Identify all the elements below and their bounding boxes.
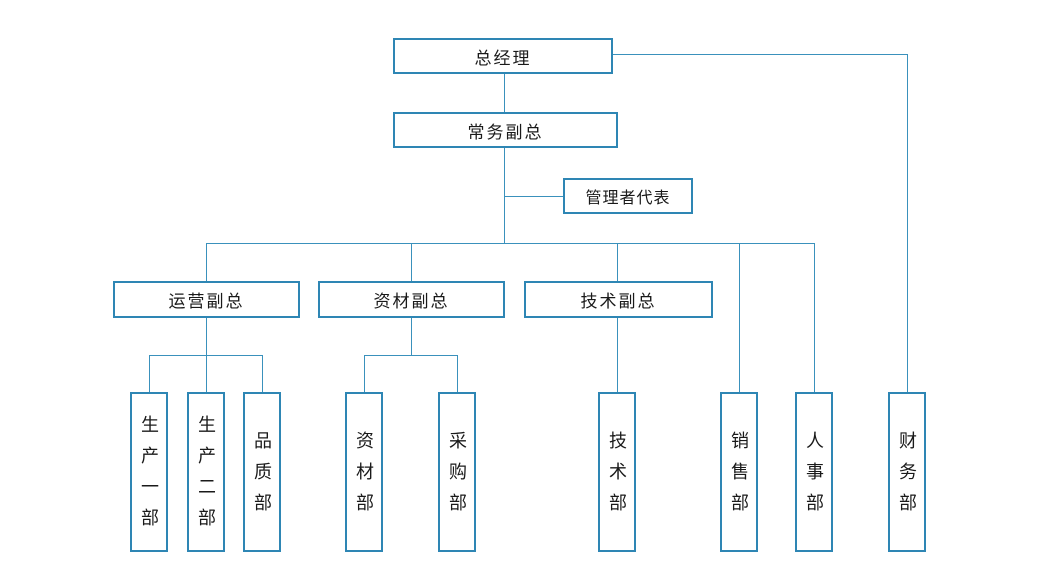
connector-line [504, 196, 563, 197]
node-label: 生产二部 [196, 415, 216, 539]
connector-line [411, 318, 412, 355]
connector-line [617, 243, 618, 281]
node-management-rep[interactable]: 管理者代表 [563, 178, 693, 214]
node-materials-vp[interactable]: 资材副总 [318, 281, 505, 318]
connector-line [364, 355, 365, 392]
connector-line [907, 54, 908, 392]
connector-line [149, 355, 150, 392]
connector-line [457, 355, 458, 392]
node-label: 资材部 [354, 430, 374, 524]
node-label: 品质部 [252, 430, 272, 524]
connector-line [206, 318, 207, 355]
node-finance-dept[interactable]: 财务部 [888, 392, 926, 552]
node-label: 技术副总 [580, 292, 657, 311]
node-label: 资材副总 [373, 292, 450, 311]
node-production-dept-1[interactable]: 生产一部 [130, 392, 168, 552]
node-technology-dept[interactable]: 技术部 [598, 392, 636, 552]
connector-line [411, 243, 412, 281]
node-label: 技术部 [607, 430, 627, 524]
node-operations-vp[interactable]: 运营副总 [113, 281, 300, 318]
connector-line [739, 243, 740, 392]
node-general-manager[interactable]: 总经理 [393, 38, 613, 74]
connector-line [206, 243, 814, 244]
connector-line [364, 355, 457, 356]
node-production-dept-2[interactable]: 生产二部 [187, 392, 225, 552]
connector-line [617, 318, 618, 392]
node-label: 采购部 [447, 430, 467, 524]
node-label: 人事部 [804, 430, 824, 524]
node-hr-dept[interactable]: 人事部 [795, 392, 833, 552]
connector-line [814, 243, 815, 392]
node-quality-dept[interactable]: 品质部 [243, 392, 281, 552]
connector-line [613, 54, 908, 55]
connector-line [206, 355, 207, 392]
node-label: 管理者代表 [585, 190, 671, 207]
node-materials-dept[interactable]: 资材部 [345, 392, 383, 552]
connector-line [504, 147, 505, 243]
node-technology-vp[interactable]: 技术副总 [524, 281, 713, 318]
node-label: 生产一部 [139, 415, 159, 539]
node-label: 财务部 [897, 430, 917, 524]
node-label: 总经理 [474, 48, 532, 68]
node-label: 常务副总 [467, 122, 544, 142]
connector-line [262, 355, 263, 392]
node-label: 运营副总 [168, 292, 245, 311]
node-executive-vp[interactable]: 常务副总 [393, 112, 618, 148]
node-sales-dept[interactable]: 销售部 [720, 392, 758, 552]
connector-line [504, 72, 505, 113]
node-purchasing-dept[interactable]: 采购部 [438, 392, 476, 552]
connector-line [206, 243, 207, 281]
node-label: 销售部 [729, 430, 749, 524]
